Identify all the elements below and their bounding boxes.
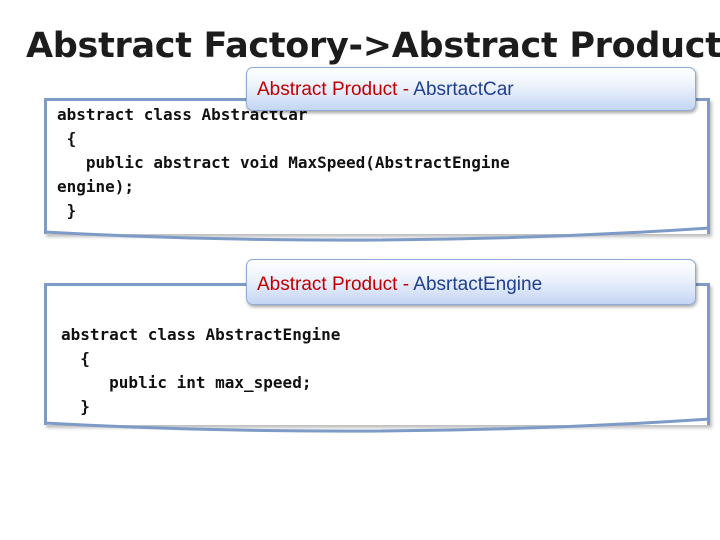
curved-edge	[44, 417, 710, 433]
label-class-name: AbsrtactCar	[413, 79, 514, 100]
code-abstract-engine: abstract class AbstractEngine { public i…	[61, 325, 341, 416]
label-prefix: Abstract Product -	[257, 274, 414, 295]
slide-title: Abstract Factory->Abstract Product	[26, 26, 720, 66]
label-abstract-car: Abstract Product - AbsrtactCar	[246, 67, 696, 111]
code-block-abstract-engine: abstract class AbstractEngine { public i…	[44, 283, 710, 433]
label-class-name: AbsrtactEngine	[413, 274, 543, 295]
curved-edge	[44, 226, 710, 242]
label-prefix: Abstract Product -	[257, 79, 414, 100]
code-block-abstract-car: abstract class AbstractCar { public abst…	[44, 98, 710, 242]
code-abstract-car: abstract class AbstractCar { public abst…	[57, 105, 510, 220]
label-abstract-engine: Abstract Product - AbsrtactEngine	[246, 259, 696, 305]
